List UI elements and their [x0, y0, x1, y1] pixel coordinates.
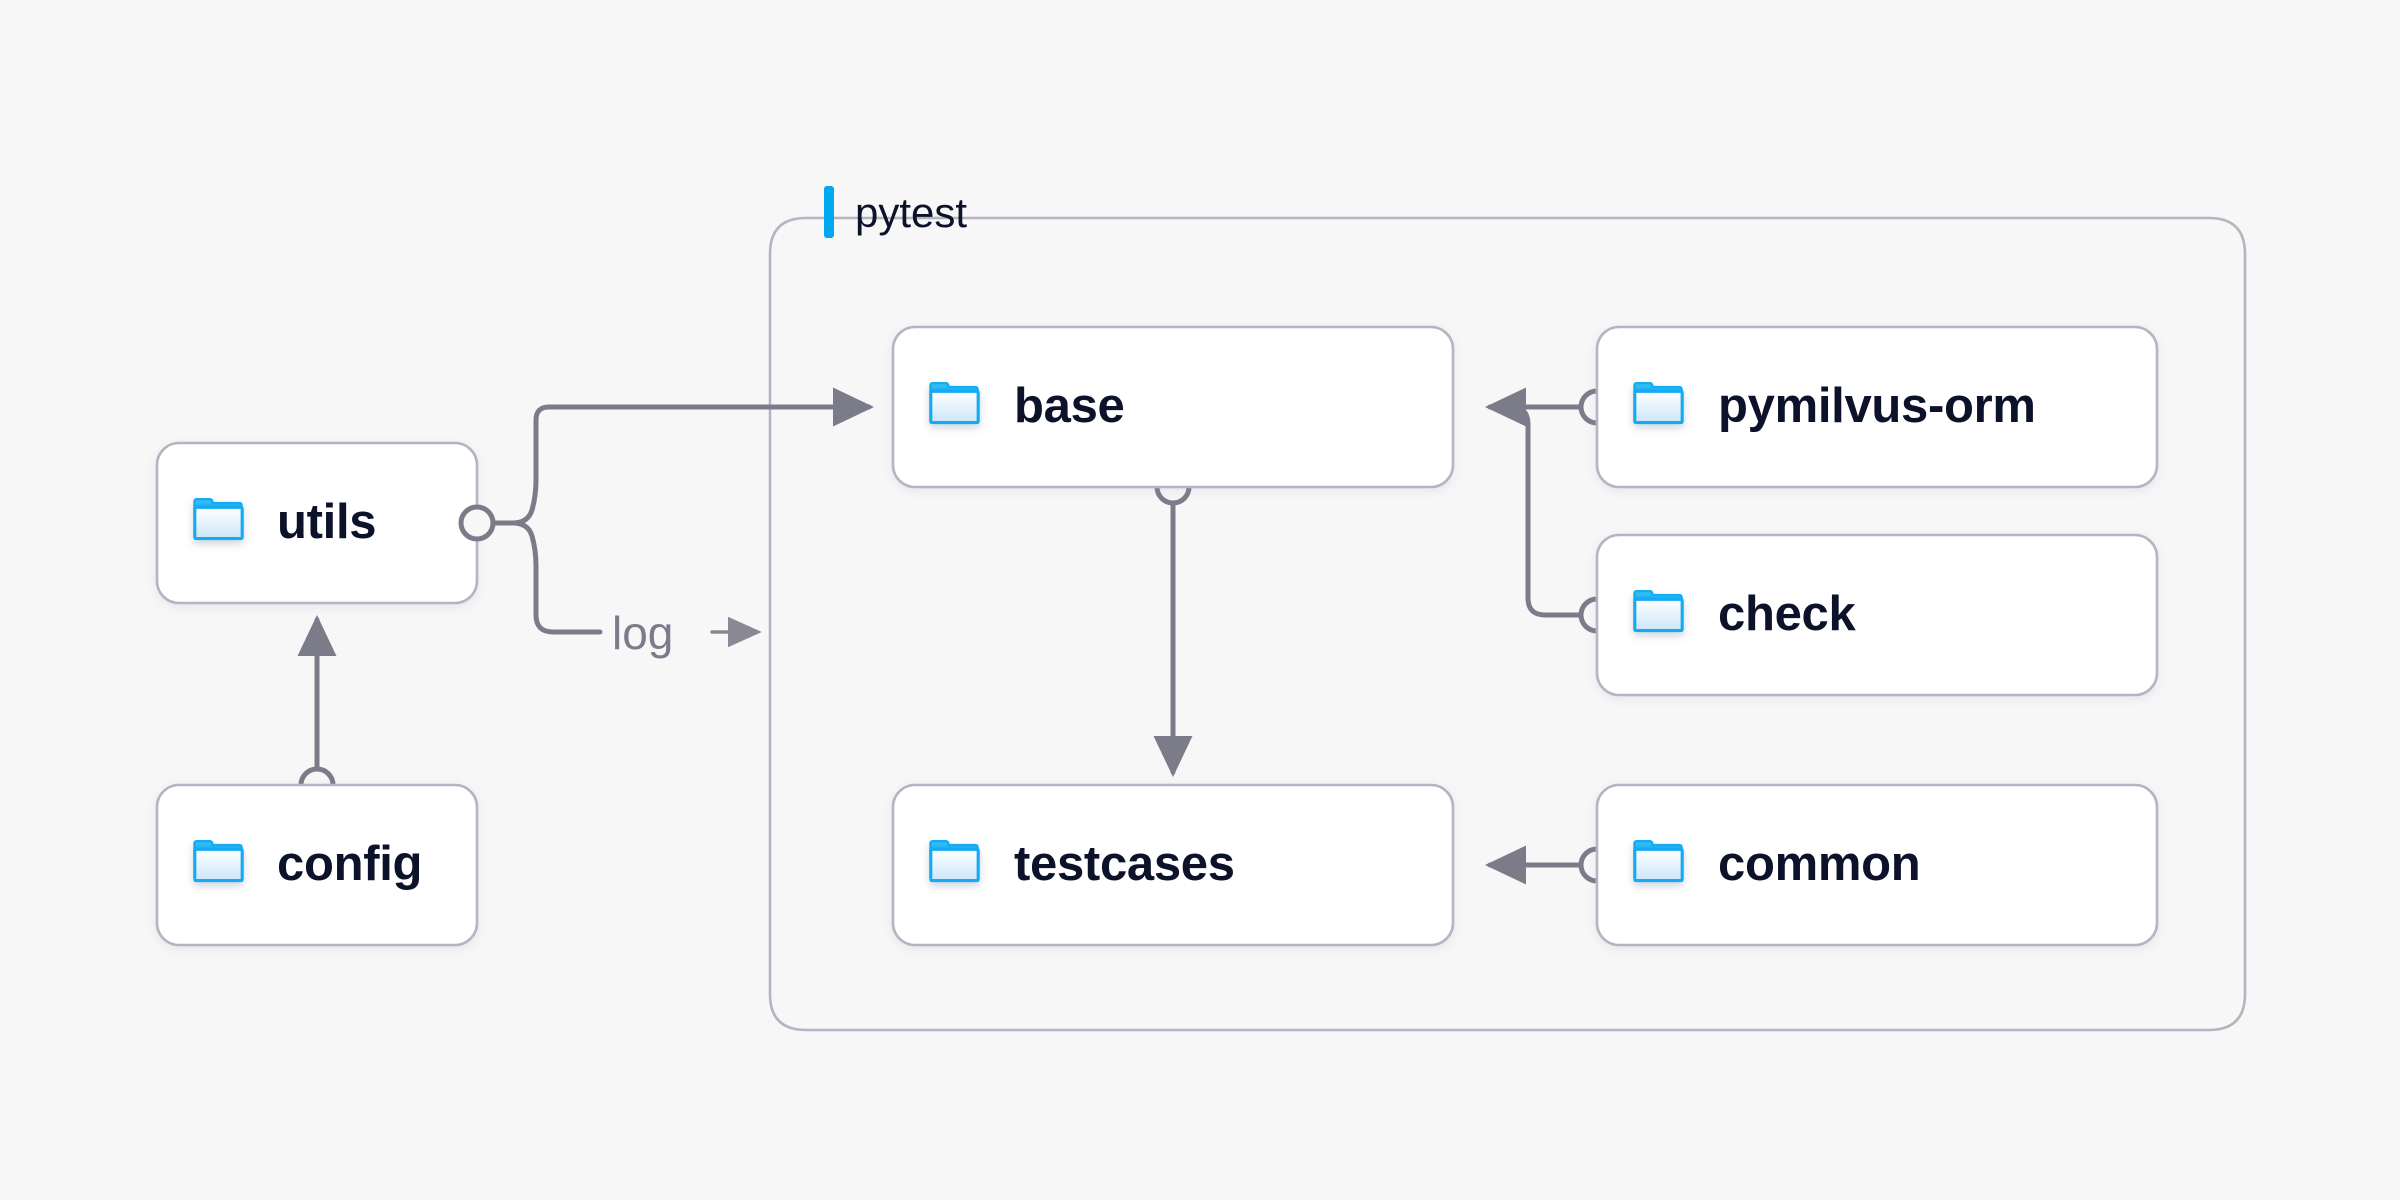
edge-common-to-testcases[interactable]	[1484, 845, 1616, 885]
node-testcases-label: testcases	[1014, 837, 1235, 891]
node-utils[interactable]: utils	[155, 441, 496, 605]
edge-base-to-testcases[interactable]	[1153, 468, 1193, 778]
node-pymilvus-orm[interactable]: pymilvus-orm	[1595, 325, 2159, 489]
node-config-label: config	[277, 837, 422, 891]
folder-icon	[928, 839, 980, 883]
log-edge-label: log	[612, 607, 673, 659]
node-common[interactable]: common	[1595, 783, 2159, 947]
port-utils-right[interactable]	[458, 504, 496, 542]
edge-utils-log-stub	[487, 520, 603, 635]
node-check[interactable]: check	[1595, 533, 2159, 697]
pytest-group-label: pytest	[855, 189, 967, 236]
node-base-box[interactable]	[891, 325, 1455, 489]
node-check-box[interactable]	[1595, 533, 2159, 697]
pytest-accent-bar	[824, 186, 834, 238]
edge-check-to-base-line	[1493, 404, 1584, 618]
node-base[interactable]: base	[891, 325, 1455, 489]
edge-config-to-utils[interactable]	[297, 614, 337, 804]
folder-icon	[1632, 381, 1684, 425]
folder-icon	[192, 497, 244, 541]
node-base-label: base	[1014, 379, 1125, 433]
node-pymilvus-orm-box[interactable]	[1595, 325, 2159, 489]
folder-icon	[192, 839, 244, 883]
node-testcases-box[interactable]	[891, 783, 1455, 947]
pytest-group-container[interactable]: pytest	[768, 186, 2247, 1032]
folder-icon	[928, 381, 980, 425]
node-common-label: common	[1718, 837, 1920, 891]
node-testcases[interactable]: testcases	[891, 783, 1455, 947]
node-config-box[interactable]	[155, 783, 479, 947]
node-utils-label: utils	[277, 495, 376, 549]
folder-icon	[1632, 589, 1684, 633]
node-common-box[interactable]	[1595, 783, 2159, 947]
edge-utils-to-base-line	[487, 387, 875, 526]
node-config[interactable]: config	[155, 783, 479, 947]
pytest-group-border	[768, 216, 2247, 1032]
edge-right-column-to-base[interactable]	[1484, 387, 1616, 634]
edge-utils-to-pytest-log[interactable]: log	[487, 520, 762, 659]
edge-utils-to-base[interactable]	[487, 387, 875, 526]
node-pymilvus-orm-label: pymilvus-orm	[1718, 379, 2036, 433]
node-check-label: check	[1718, 587, 1856, 641]
folder-icon	[1632, 839, 1684, 883]
